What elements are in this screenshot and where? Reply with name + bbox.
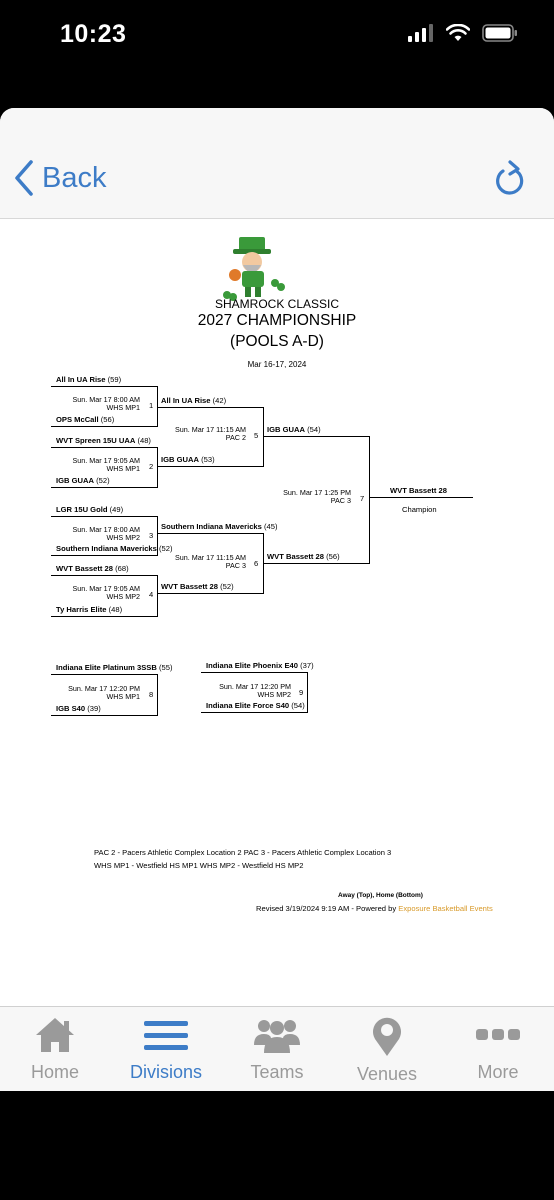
team-slot[interactable]: IGB GUAA (54) (267, 425, 321, 434)
team-slot[interactable]: LGR 15U Gold (49) (56, 505, 124, 514)
tab-label: Home (30, 1062, 79, 1082)
team-slot[interactable]: WVT Bassett 28 (68) (56, 564, 129, 573)
game-number: 4 (149, 590, 154, 599)
game-number: 5 (254, 431, 259, 440)
away-home-note: Away (Top), Home (Bottom) (338, 892, 423, 899)
game-number: 7 (360, 494, 365, 503)
game-number: 8 (149, 690, 154, 699)
people-icon (254, 1020, 300, 1053)
status-bar: 10:23 (0, 0, 554, 108)
team-slot[interactable]: WVT Spreen 15U UAA (48) (56, 436, 151, 445)
wifi-icon (446, 24, 470, 41)
bracket-subtitle: (POOLS A-D) (230, 333, 324, 350)
back-button[interactable]: Back (14, 160, 106, 196)
tab-label: Teams (250, 1062, 304, 1082)
location-legend-whs: WHS MP1 - Westfield HS MP1 WHS MP2 - Wes… (94, 861, 304, 870)
bracket-document: SHAMROCK CLASSIC 2027 CHAMPIONSHIP (POOL… (0, 219, 554, 1006)
event-name: SHAMROCK CLASSIC (214, 297, 340, 311)
tab-label: Divisions (129, 1062, 203, 1082)
house-icon (36, 1018, 74, 1052)
back-label: Back (42, 161, 107, 194)
game-number: 9 (299, 688, 304, 697)
tab-more[interactable]: More (443, 1015, 553, 1083)
team-slot[interactable]: Southern Indiana Mavericks (52) (56, 544, 173, 553)
tab-divisions[interactable]: Divisions (111, 1015, 221, 1083)
team-slot[interactable]: Indiana Elite Phoenix E40 (37) (206, 661, 314, 670)
location-legend-pac: PAC 2 - Pacers Athletic Complex Location… (94, 848, 392, 857)
team-slot[interactable]: IGB S40 (39) (56, 704, 101, 713)
leprechaun-logo (223, 237, 285, 301)
team-slot[interactable]: Southern Indiana Mavericks (45) (161, 522, 278, 531)
map-pin-icon (373, 1017, 401, 1056)
team-slot[interactable]: All In UA Rise (59) (56, 375, 122, 384)
chevron-left-icon (15, 160, 33, 196)
powered-by-link[interactable]: Exposure Basketball Events (398, 904, 493, 913)
status-icons (408, 24, 518, 42)
team-slot[interactable]: OPS McCall (56) (56, 415, 115, 424)
team-slot[interactable]: WVT Bassett 28 (56) (267, 552, 340, 561)
team-slot[interactable]: IGB GUAA (53) (161, 455, 215, 464)
list-icon (144, 1021, 188, 1050)
tab-home[interactable]: Home (0, 1015, 110, 1083)
refresh-icon (496, 160, 524, 195)
tab-venues[interactable]: Venues (332, 1015, 442, 1085)
signal-icon (408, 24, 433, 42)
refresh-button[interactable] (494, 160, 528, 203)
tab-teams[interactable]: Teams (222, 1015, 332, 1083)
game-number: 1 (149, 401, 154, 410)
status-time: 10:23 (60, 20, 127, 48)
team-slot[interactable]: Ty Harris Elite (48) (56, 605, 123, 614)
game-number: 3 (149, 531, 154, 540)
game-number: 2 (149, 462, 154, 471)
champion-team[interactable]: WVT Bassett 28 (390, 486, 447, 495)
battery-icon (482, 24, 517, 42)
bracket-title: 2027 CHAMPIONSHIP (197, 312, 357, 329)
ellipsis-icon (476, 1029, 520, 1040)
team-slot[interactable]: All In UA Rise (42) (161, 396, 227, 405)
event-dates: Mar 16-17, 2024 (247, 360, 307, 369)
app-screen: Back SHAMROCK CLASSIC 2027 CHAMPIONSHIP (0, 108, 554, 1091)
tab-label: Venues (356, 1064, 418, 1084)
team-slot[interactable]: Indiana Elite Platinum 3SSB (55) (56, 663, 173, 672)
game-number: 6 (254, 559, 259, 568)
navigation-bar: Back (0, 108, 554, 219)
team-slot[interactable]: Indiana Elite Force S40 (54) (206, 701, 305, 710)
revised-note: Revised 3/19/2024 9:19 AM - Powered by E… (256, 904, 493, 913)
tab-label: More (477, 1062, 519, 1082)
champion-label: Champion (402, 505, 437, 514)
tab-bar: Home Divisions Teams (0, 1006, 554, 1091)
team-slot[interactable]: IGB GUAA (52) (56, 476, 110, 485)
team-slot[interactable]: WVT Bassett 28 (52) (161, 582, 234, 591)
